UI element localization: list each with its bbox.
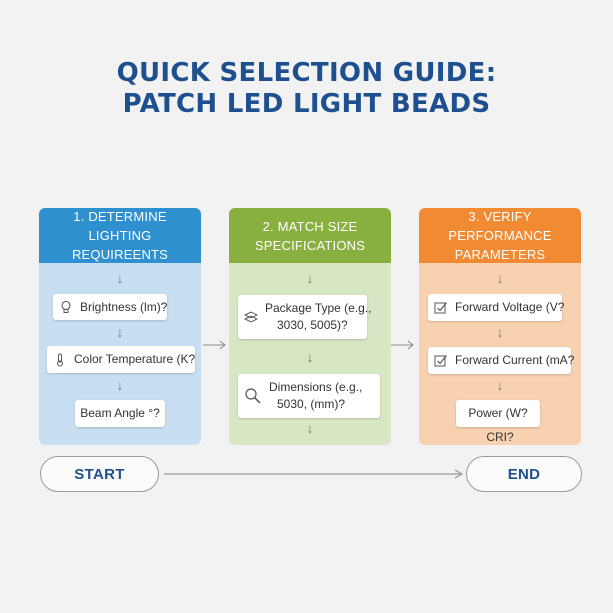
forward-voltage-item: Forward Voltage (V?: [428, 294, 564, 321]
title-line-2: PATCH LED LIGHT BEADS: [122, 89, 491, 119]
step-1-header: 1. DETERMINE LIGHTING REQUIREENTS: [39, 208, 201, 263]
forward-current-item: Forward Current (mA?: [428, 347, 574, 374]
dimensions-item: Dimensions (e.g., 5030, (mm)?: [238, 374, 380, 418]
down-arrow-icon: ↓: [496, 324, 504, 340]
end-node: END: [466, 456, 582, 492]
down-arrow-icon: ↓: [116, 377, 124, 393]
checkbox-icon: [434, 354, 448, 368]
beam-angle-item: Beam Angle °?: [75, 400, 165, 427]
right-arrow-icon: [391, 340, 414, 350]
down-arrow-icon: ↓: [306, 349, 314, 365]
down-arrow-icon: ↓: [306, 270, 314, 286]
step-3-body: ↓ Forward Voltage (V? ↓ Forward Current …: [419, 263, 581, 445]
thermometer-icon: [53, 353, 67, 367]
magnifier-icon: [244, 387, 262, 405]
package-type-item: Package Type (e.g., 3030, 5005)?: [238, 295, 372, 339]
right-arrow-icon: [203, 340, 226, 350]
package-icon: [244, 310, 258, 324]
step-3-panel: 3. VERIFY PERFORMANCE PARAMETERS ↓ Forwa…: [419, 208, 581, 445]
power-item: Power (W?: [456, 400, 540, 427]
step-2-header: 2. MATCH SIZE SPECIFICATIONS: [229, 208, 391, 263]
step-1-body: ↓ Brightness (lm)? ↓ Color Temperature (…: [39, 263, 201, 445]
step-1-panel: 1. DETERMINE LIGHTING REQUIREENTS ↓ Brig…: [39, 208, 201, 445]
start-node: START: [40, 456, 159, 492]
cri-label: CRI?: [486, 430, 514, 444]
color-temperature-item: Color Temperature (K?: [47, 346, 195, 373]
down-arrow-icon: ↓: [496, 270, 504, 286]
step-2-panel: 2. MATCH SIZE SPECIFICATIONS ↓ Package T…: [229, 208, 391, 445]
step-2-body: ↓ Package Type (e.g., 3030, 5005)? ↓ Dim…: [229, 263, 391, 445]
down-arrow-icon: ↓: [496, 377, 504, 393]
step-3-header: 3. VERIFY PERFORMANCE PARAMETERS: [419, 208, 581, 263]
title-line-1: QUICK SELECTION GUIDE:: [116, 58, 497, 88]
down-arrow-icon: ↓: [306, 420, 314, 436]
down-arrow-icon: ↓: [116, 270, 124, 286]
flow-arrow: [164, 469, 464, 479]
lightbulb-icon: [59, 300, 73, 314]
brightness-item: Brightness (lm)?: [53, 294, 167, 320]
page-title: QUICK SELECTION GUIDE: PATCH LED LIGHT B…: [0, 58, 613, 120]
down-arrow-icon: ↓: [116, 324, 124, 340]
checkbox-icon: [434, 301, 448, 315]
